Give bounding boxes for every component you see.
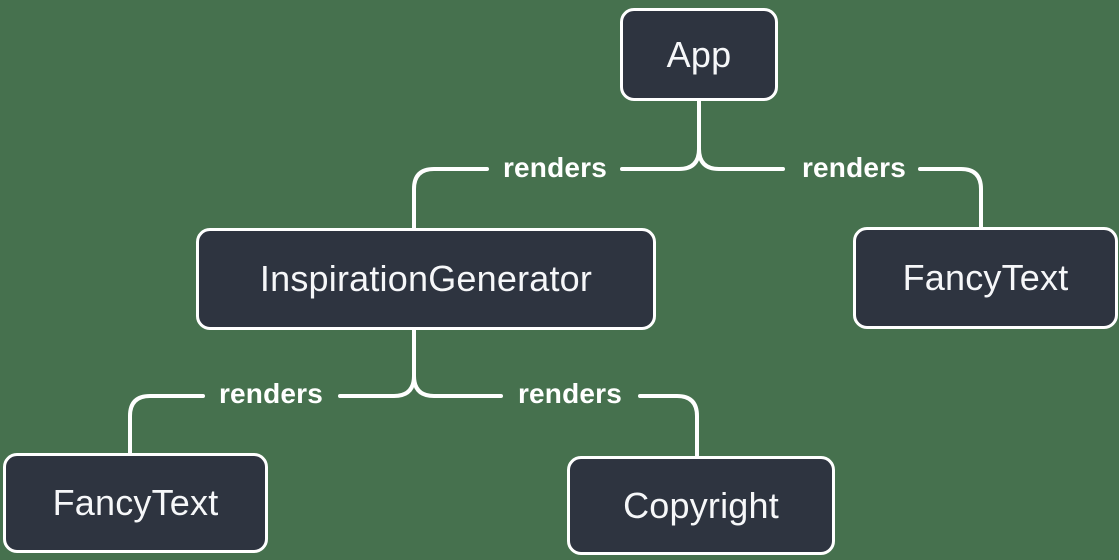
node-fancy-text-left-label: FancyText (52, 482, 219, 523)
edge-inspirationgenerator-fancytext-line-tail (128, 394, 205, 455)
node-inspiration-generator-label: InspirationGenerator (259, 258, 593, 299)
node-copyright-label: Copyright (623, 484, 779, 526)
node-app-label: App (666, 33, 732, 75)
edge-app-fancytext-line-tail (918, 167, 983, 229)
edge-app-fancytext-line (697, 147, 785, 171)
edge-app-inspirationgenerator-line-tail (412, 167, 489, 230)
node-fancy-text-left: FancyText (3, 453, 268, 553)
edge-app-inspirationgenerator-line (620, 147, 701, 171)
edge-inspirationgenerator-copyright-line (412, 374, 503, 398)
edge-inspirationgenerator-copyright-line-tail (638, 394, 699, 458)
node-copyright: Copyright (567, 456, 835, 555)
edge-label-app-fancytext: renders (801, 152, 907, 183)
edge-label-inspirationgenerator-fancytext: renders (218, 378, 324, 409)
node-inspiration-generator: InspirationGenerator (196, 228, 656, 330)
edge-label-app-inspirationgenerator: renders (502, 152, 608, 183)
node-fancy-text-right-label: FancyText (902, 257, 1069, 298)
edge-label-inspirationgenerator-copyright: renders (517, 378, 623, 409)
node-fancy-text-right: FancyText (853, 227, 1118, 329)
edge-inspirationgenerator-fancytext-line (338, 374, 416, 398)
node-app: App (620, 8, 778, 101)
